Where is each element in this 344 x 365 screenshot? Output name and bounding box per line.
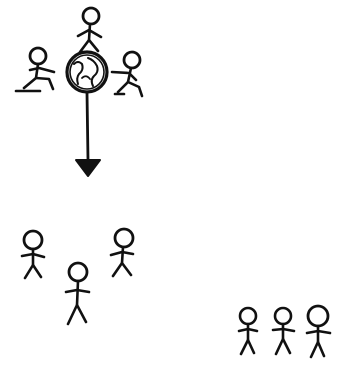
stick-figure	[305, 304, 332, 359]
stick-figure	[64, 261, 91, 326]
globe-icon	[65, 50, 109, 94]
stick-figure-right-crouching	[110, 50, 144, 98]
globe-group	[14, 6, 144, 98]
stick-figure	[109, 227, 135, 278]
arrow-down-icon	[75, 91, 101, 177]
stick-figure	[20, 229, 46, 280]
ground-group-left	[20, 227, 135, 326]
stick-figure-left-sitting	[14, 46, 56, 93]
stick-figure	[271, 306, 296, 356]
stick-figure-top	[76, 6, 103, 54]
ground-group-right	[237, 304, 332, 359]
stick-figure	[237, 306, 259, 356]
